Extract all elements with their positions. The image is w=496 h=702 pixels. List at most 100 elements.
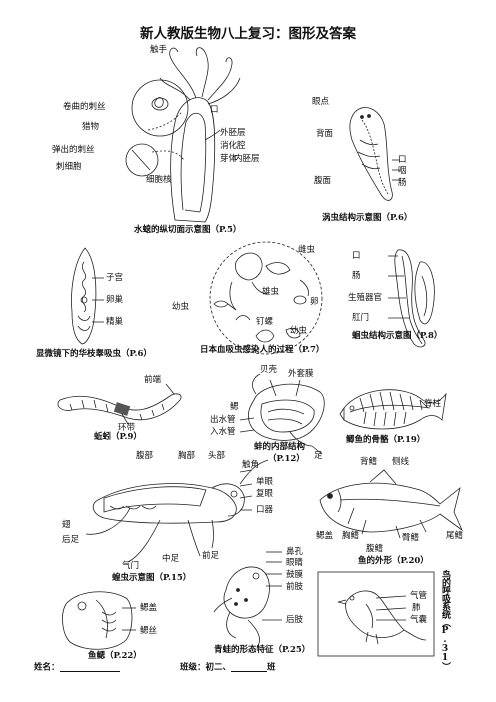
fluke-caption: 显微镜下的华枝睾吸虫（P.6） <box>36 349 152 359</box>
roundworm-label-repro: 生殖器官 <box>348 293 383 303</box>
fishext-label-pelvic: 腹鳍 <box>366 544 384 554</box>
schisto-caption: 日本血吸虫感染人的过程（P.7） <box>200 345 325 355</box>
grasshopper-label-hindleg: 后足 <box>62 535 80 545</box>
grasshopper-label-thorax: 胸部 <box>178 451 196 461</box>
fluke-drawing <box>71 247 104 345</box>
fishhead-label-operculum: 鳃盖 <box>140 603 158 613</box>
grasshopper-label-compound: 复眼 <box>256 489 274 499</box>
hydra-caption: 水螅的纵切面示意图（P.5） <box>134 225 242 235</box>
frog-label-hindleg: 后肢 <box>286 615 304 625</box>
hydra-label-cavity: 消化腔 <box>220 141 246 151</box>
footer-name: 姓名： <box>34 662 120 672</box>
fishext-label-dorsalfin: 背鳍 <box>360 457 378 467</box>
fish-head-drawing <box>62 591 136 650</box>
hydra-label-endoderm: 内胚层 <box>234 154 260 164</box>
footer-name-label: 姓名： <box>34 662 60 673</box>
grasshopper-label-wing: 翅 <box>62 520 71 530</box>
planarian-label-dorsal: 背面 <box>316 129 334 139</box>
fishext-label-operculum: 鳃盖 <box>316 531 334 541</box>
roundworm-label-mouth: 口 <box>352 251 361 261</box>
fishext-caption: 鱼的外形（P.20） <box>358 556 429 566</box>
grasshopper-label-midleg: 中足 <box>162 554 180 564</box>
planarian-label-mouth: 口 <box>398 155 407 165</box>
planarian-label-eyespot: 眼点 <box>312 97 330 107</box>
mussel-label-inflow: 入水管 <box>210 427 236 437</box>
fishbone-label-spine: 脊柱 <box>424 399 442 409</box>
earthworm-label-front: 前端 <box>144 375 162 385</box>
planarian-label-gut: 肠 <box>398 178 407 188</box>
mussel-label-outflow: 出水管 <box>210 415 236 425</box>
name-blank[interactable] <box>59 662 120 672</box>
grasshopper-label-ocellus: 单眼 <box>256 477 274 487</box>
planarian-label-pharynx: 咽 <box>398 166 407 176</box>
mussel-label-foot: 足 <box>314 451 323 461</box>
frog-label-foreleg: 前肢 <box>286 582 304 592</box>
schisto-label-larva2: 幼虫 <box>290 326 308 336</box>
fluke-label-testis: 精巢 <box>106 317 124 327</box>
planarian-caption: 涡虫结构示意图（P.6） <box>322 213 413 223</box>
mussel-caption-page: （P.12） <box>268 454 305 464</box>
grasshopper-caption: 蝗虫示意图（P.15） <box>112 573 192 583</box>
footer-class-label: 班级：初二、 <box>180 662 232 673</box>
fishext-label-caudal: 尾鳍 <box>446 531 464 541</box>
mussel-label-shell: 贝壳 <box>260 365 278 375</box>
bird-drawing <box>317 571 435 657</box>
frog-label-eye: 眼睛 <box>286 558 304 568</box>
earthworm-label-clitellum: 环带 <box>118 423 136 433</box>
mussel-drawing <box>239 373 325 455</box>
page-title: 新人教版生物八上复习：图形及答案 <box>140 26 356 42</box>
bird-label-lung: 肺 <box>412 603 421 613</box>
class-blank[interactable] <box>231 662 268 672</box>
fishext-label-pectoral: 胸鳍 <box>342 531 360 541</box>
fishbone-caption: 鲫鱼的骨骼（P.19） <box>346 435 426 445</box>
earthworm-caption: 蚯蚓（P.9） <box>94 432 142 442</box>
roundworm-caption: 蛔虫结构示意图（P.8） <box>352 331 443 341</box>
grasshopper-label-foreleg: 前足 <box>202 551 220 561</box>
fishext-label-lateral: 侧线 <box>392 457 410 467</box>
roundworm-drawing <box>388 249 435 348</box>
roundworm-label-gut: 肠 <box>352 271 361 281</box>
hydra-label-nucleus: 细胞核 <box>146 175 172 185</box>
hydra-label-mouth: 口 <box>210 105 219 115</box>
grasshopper-label-antenna: 触角 <box>242 460 260 470</box>
fishext-label-anal: 臀鳍 <box>402 533 420 543</box>
hydra-label-tentacle: 触手 <box>150 45 168 55</box>
hydra-label-bud: 芽体 <box>220 154 238 164</box>
bird-caption: 鸟的呼吸系统（P.31） <box>440 570 450 670</box>
planarian-drawing <box>349 107 400 201</box>
fish-external-drawing <box>319 469 463 539</box>
mussel-caption: 蚌的内部结构 <box>254 442 306 452</box>
frog-drawing <box>213 551 282 647</box>
schisto-label-larva1: 幼虫 <box>172 302 190 312</box>
schisto-label-snail: 钉螺 <box>256 317 274 327</box>
fluke-label-uterus: 子宫 <box>106 273 124 283</box>
hydra-label-prey: 猎物 <box>82 122 100 132</box>
hydra-label-coiled: 卷曲的刺丝 <box>63 102 106 112</box>
fluke-label-ovary: 卵巢 <box>106 295 124 305</box>
earthworm-drawing <box>57 383 182 425</box>
hydra-drawing <box>125 47 241 223</box>
hydra-label-ejected: 弹出的刺丝 <box>52 145 95 155</box>
frog-label-eardrum: 鼓膜 <box>286 570 304 580</box>
schisto-label-egg: 卵 <box>310 297 319 307</box>
fish-skeleton-drawing <box>339 389 447 430</box>
roundworm-label-anus: 肛门 <box>352 313 370 323</box>
schisto-label-male: 雄虫 <box>262 287 280 297</box>
grasshopper-label-spiracle: 气门 <box>122 561 140 571</box>
grasshopper-drawing <box>85 459 269 563</box>
planarian-label-ventral: 腹面 <box>314 176 332 186</box>
hydra-label-ectoderm: 外胚层 <box>220 128 246 138</box>
fishhead-label-filament: 鳃丝 <box>140 626 158 636</box>
footer-class-suffix: 班 <box>267 662 276 673</box>
grasshopper-label-abdomen: 腹部 <box>136 451 154 461</box>
schisto-label-female: 雌虫 <box>298 245 316 255</box>
bird-label-airsac: 气囊 <box>410 615 428 625</box>
frog-label-nostril: 鼻孔 <box>286 547 304 557</box>
grasshopper-label-head: 头部 <box>208 451 226 461</box>
bird-label-trachea: 气管 <box>410 591 428 601</box>
hydra-label-cnidocyte: 刺细胞 <box>56 162 82 172</box>
fishhead-caption: 鱼鳃（P.22） <box>88 651 142 661</box>
mussel-label-gill: 鳃 <box>230 402 239 412</box>
grasshopper-label-mouthpart: 口器 <box>256 505 274 515</box>
